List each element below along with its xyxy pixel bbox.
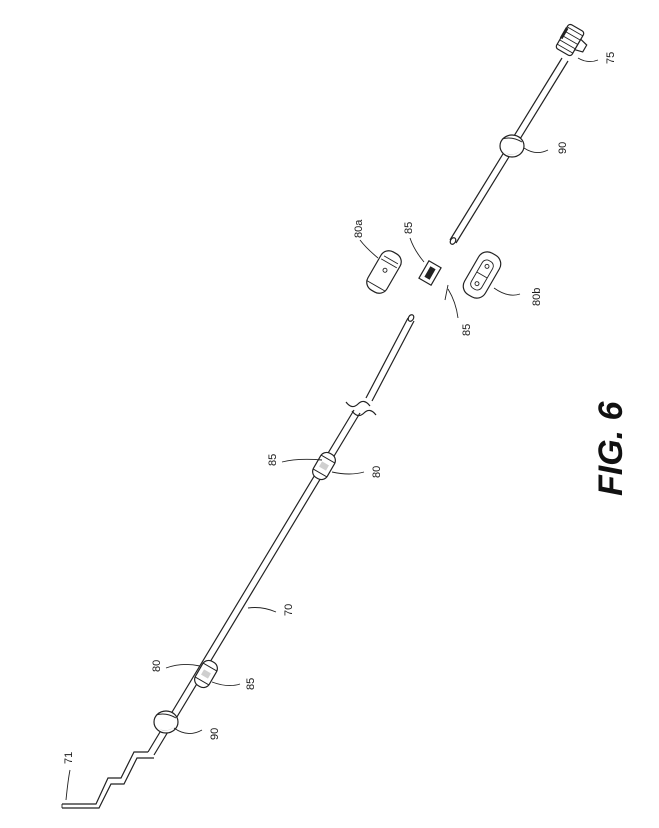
connector-75 (555, 23, 588, 57)
label-90-upper: 90 (557, 142, 569, 154)
label-75: 75 (605, 52, 617, 64)
label-90-lower: 90 (209, 728, 221, 740)
sleeve-80-middle (312, 451, 336, 481)
label-70: 70 (283, 604, 295, 616)
label-85-middle: 85 (267, 454, 279, 466)
bead-90-upper (499, 134, 525, 158)
wire-break-symbol (345, 400, 377, 417)
sleeve-80-lower (194, 659, 218, 689)
label-80-lower: 80 (151, 660, 163, 672)
label-71: 71 (63, 752, 75, 764)
bent-tip-71 (61, 751, 154, 809)
label-85-lower: 85 (245, 678, 257, 690)
figure-label: FIG. 6 (592, 400, 630, 496)
label-80a: 80a (353, 219, 365, 238)
label-85-exploded-lower: 85 (461, 324, 473, 336)
wire-70 (147, 57, 569, 756)
sleeve-half-80a (366, 250, 402, 294)
label-80b: 80b (531, 288, 543, 306)
marker-85-exploded (418, 260, 442, 286)
label-80-middle: 80 (371, 466, 383, 478)
bead-90-lower (153, 710, 179, 734)
sleeve-half-80b (462, 251, 502, 299)
leader-lines (65, 57, 599, 801)
label-85-exploded-upper: 85 (403, 222, 415, 234)
